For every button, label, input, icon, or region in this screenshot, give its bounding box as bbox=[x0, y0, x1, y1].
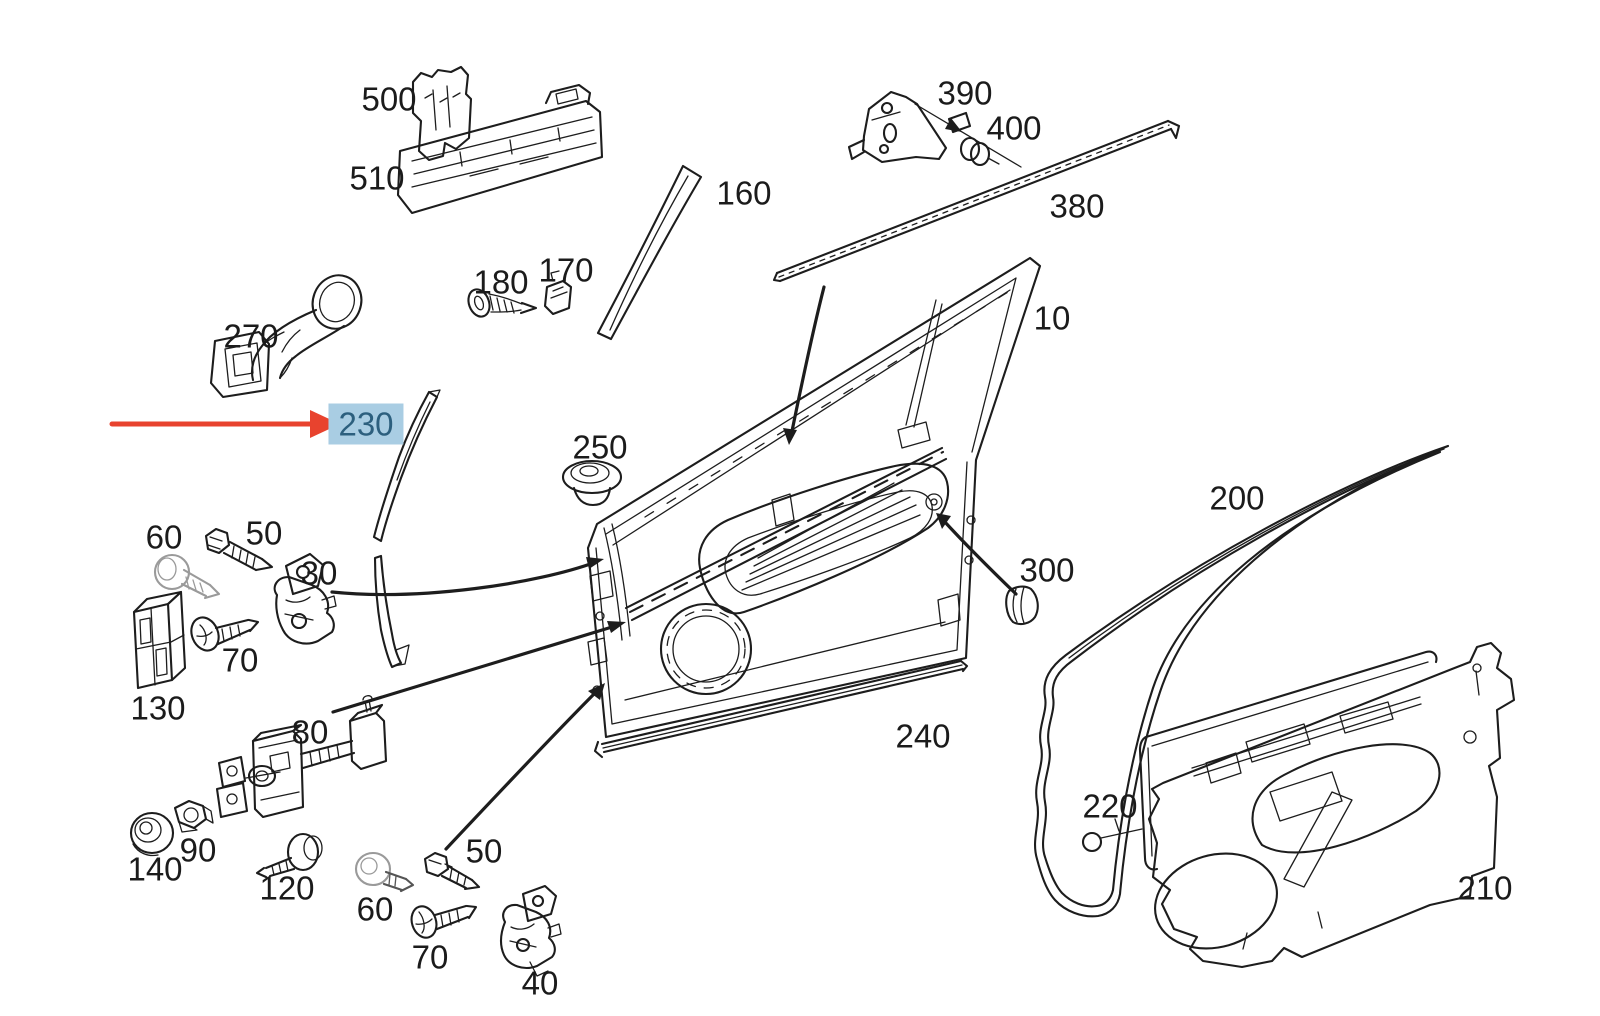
part-200-door-seal bbox=[1035, 446, 1448, 916]
part-label-230[interactable]: 230 bbox=[328, 403, 404, 445]
part-160-pillar-trim bbox=[598, 166, 701, 339]
part-label-240[interactable]: 240 bbox=[895, 717, 951, 755]
part-label-220[interactable]: 220 bbox=[1082, 787, 1138, 825]
part-40-hinge bbox=[501, 886, 561, 976]
part-label-120[interactable]: 120 bbox=[259, 869, 315, 907]
part-90-nut bbox=[175, 801, 213, 832]
part-50-lower-screw bbox=[425, 853, 479, 889]
part-label-30[interactable]: 30 bbox=[300, 554, 338, 592]
part-label-210[interactable]: 210 bbox=[1457, 869, 1513, 907]
part-label-60-upper[interactable]: 60 bbox=[145, 518, 183, 556]
part-300-plug bbox=[1006, 587, 1038, 625]
part-label-80[interactable]: 80 bbox=[291, 713, 329, 751]
part-label-90[interactable]: 90 bbox=[179, 831, 217, 869]
part-230-guide-rail bbox=[374, 390, 440, 667]
part-130-block bbox=[134, 592, 185, 688]
part-label-170[interactable]: 170 bbox=[538, 251, 594, 289]
part-180-screw bbox=[465, 286, 536, 319]
part-label-400[interactable]: 400 bbox=[986, 109, 1042, 147]
part-label-140[interactable]: 140 bbox=[127, 850, 183, 888]
part-380-belt-strip bbox=[774, 121, 1179, 281]
part-label-130[interactable]: 130 bbox=[130, 689, 186, 727]
part-210-inner-panel bbox=[1140, 643, 1514, 967]
part-220-fastener bbox=[1083, 819, 1142, 851]
part-label-50-lower[interactable]: 50 bbox=[465, 832, 503, 870]
part-label-270[interactable]: 270 bbox=[223, 317, 279, 355]
part-label-10[interactable]: 10 bbox=[1033, 299, 1071, 337]
part-70-lower-screw bbox=[408, 903, 476, 941]
part-label-70-upper[interactable]: 70 bbox=[221, 641, 259, 679]
part-label-60-lower[interactable]: 60 bbox=[356, 890, 394, 928]
part-400-screw bbox=[915, 104, 1021, 167]
part-label-250[interactable]: 250 bbox=[572, 428, 628, 466]
part-250-grommet bbox=[563, 461, 621, 505]
part-label-380[interactable]: 380 bbox=[1049, 187, 1105, 225]
part-label-500[interactable]: 500 bbox=[361, 80, 417, 118]
part-80-check-strap bbox=[217, 696, 386, 817]
part-10-door-shell bbox=[588, 258, 1040, 737]
selection-arrow bbox=[112, 410, 340, 438]
part-140-nut bbox=[131, 813, 173, 856]
part-label-510[interactable]: 510 bbox=[349, 159, 405, 197]
part-270-duct bbox=[211, 268, 369, 397]
part-120-bolt bbox=[257, 834, 322, 877]
part-label-40[interactable]: 40 bbox=[521, 964, 559, 1002]
part-30-hinge bbox=[275, 554, 336, 644]
part-label-50-upper[interactable]: 50 bbox=[245, 514, 283, 552]
part-240-sill-molding bbox=[595, 661, 967, 757]
part-label-70-lower[interactable]: 70 bbox=[411, 938, 449, 976]
part-label-180[interactable]: 180 bbox=[473, 263, 529, 301]
part-label-200[interactable]: 200 bbox=[1209, 479, 1265, 517]
part-510-rail bbox=[398, 85, 602, 213]
part-70-upper-screw bbox=[187, 613, 258, 654]
part-label-160[interactable]: 160 bbox=[716, 174, 772, 212]
part-170-clip bbox=[545, 271, 571, 314]
part-label-390[interactable]: 390 bbox=[937, 74, 993, 112]
part-60-upper-screw bbox=[155, 555, 219, 598]
part-60-lower-screw bbox=[356, 853, 413, 891]
leader-arrows bbox=[332, 287, 1016, 849]
part-label-300[interactable]: 300 bbox=[1019, 551, 1075, 589]
part-50-upper-screw bbox=[206, 529, 272, 570]
